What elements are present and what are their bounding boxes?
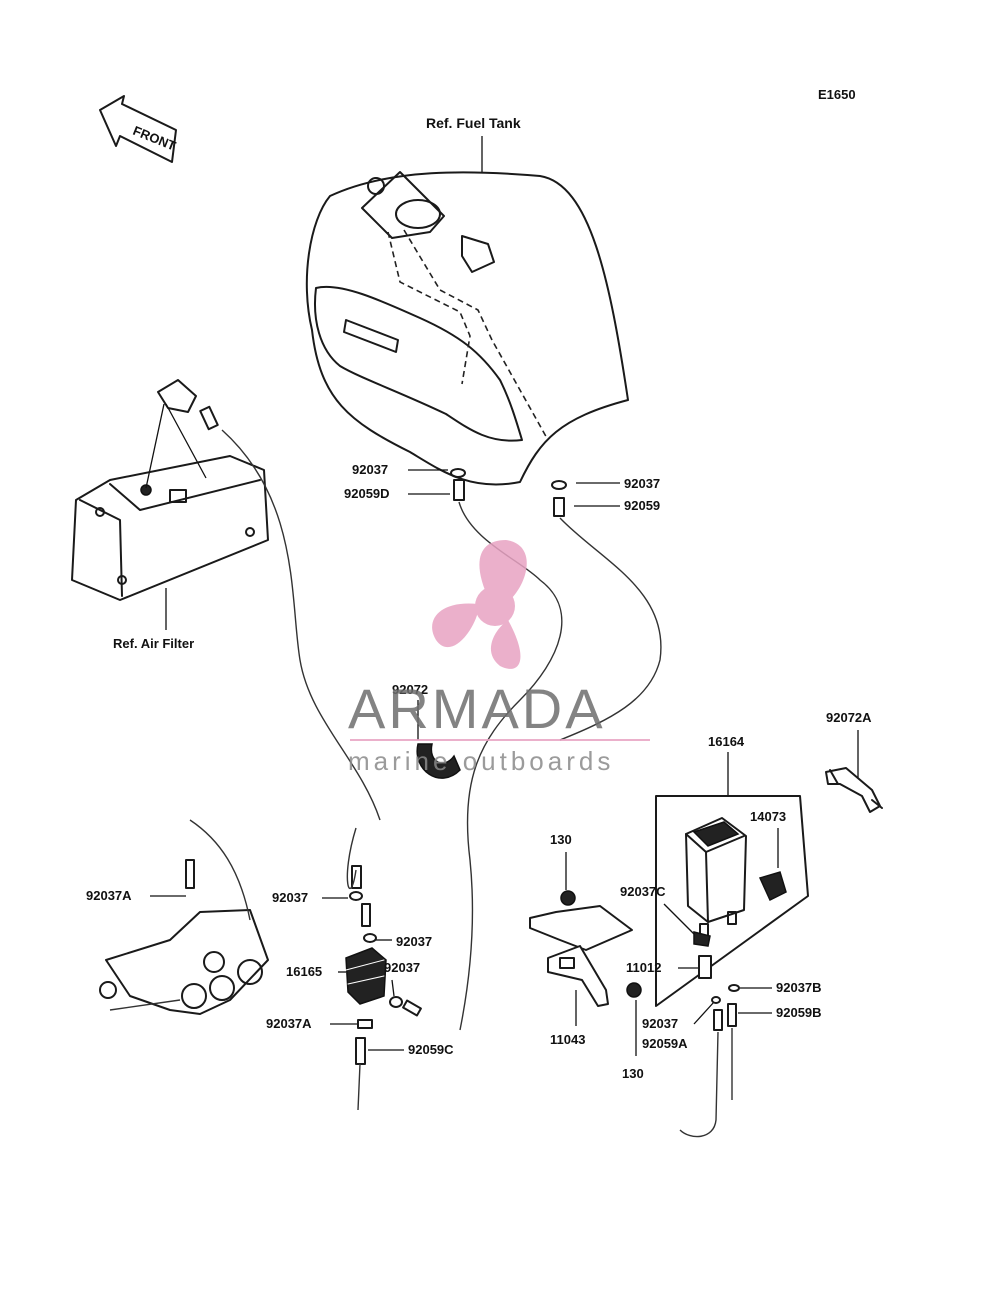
part-label-16165: 16165 <box>286 964 322 979</box>
part-label-92037a-left: 92037A <box>86 888 132 903</box>
part-label-92059-tank-right: 92059 <box>624 498 660 513</box>
part-label-92037b: 92037B <box>776 980 822 995</box>
part-label-92037-pump-1: 92037 <box>272 890 308 905</box>
bolt-130 <box>626 982 642 998</box>
hose-clip-92072 <box>416 743 461 779</box>
watermark-subtitle: marine outboards <box>348 746 614 776</box>
part-label-92037c: 92037C <box>620 884 666 899</box>
hose-11012 <box>698 955 712 979</box>
part-label-11012: 11012 <box>626 960 661 975</box>
part-label-130-bottom: 130 <box>622 1066 644 1081</box>
part-label-92072: 92072 <box>392 682 428 697</box>
part-label-14073: 14073 <box>750 809 786 824</box>
bracket-14073 <box>758 871 787 902</box>
part-label-11043: 11043 <box>550 1032 585 1047</box>
part-label-92037-tank-right: 92037 <box>624 476 660 491</box>
part-label-92072a: 92072A <box>826 710 872 725</box>
fuel-pump-16165 <box>345 947 387 1005</box>
canister-outline <box>655 795 809 1007</box>
part-label-130-top: 130 <box>550 832 572 847</box>
part-label-92059d: 92059D <box>344 486 390 501</box>
hose-clip-92072a <box>825 767 883 813</box>
armada-watermark: ARMADA marine outboards <box>348 540 650 776</box>
fuel-tank <box>305 171 629 486</box>
carburetor-assembly <box>99 859 269 1015</box>
canister-16164 <box>685 817 747 937</box>
part-label-92037a-pump: 92037A <box>266 1016 312 1031</box>
tank-fitting-right <box>551 480 567 517</box>
ref-fuel-tank-label: Ref. Fuel Tank <box>426 115 521 131</box>
bracket-11043 <box>529 890 633 1007</box>
part-label-92037-pump-3: 92037 <box>384 960 420 975</box>
tank-fitting-left <box>450 468 466 501</box>
watermark-title: ARMADA <box>348 677 606 740</box>
part-label-92037-tank-left: 92037 <box>352 462 388 477</box>
part-label-92059c: 92059C <box>408 1042 454 1057</box>
air-filter <box>71 379 269 601</box>
part-label-92037-pump-2: 92037 <box>396 934 432 949</box>
part-label-92037-canister: 92037 <box>642 1016 678 1031</box>
part-label-92059b: 92059B <box>776 1005 822 1020</box>
part-label-92059a: 92059A <box>642 1036 688 1051</box>
part-label-16164: 16164 <box>708 734 745 749</box>
front-arrow-icon: FRONT <box>99 95 178 163</box>
propeller-logo-icon <box>432 540 527 669</box>
diagram-code: E1650 <box>818 87 856 102</box>
ref-air-filter-label: Ref. Air Filter <box>113 636 194 651</box>
